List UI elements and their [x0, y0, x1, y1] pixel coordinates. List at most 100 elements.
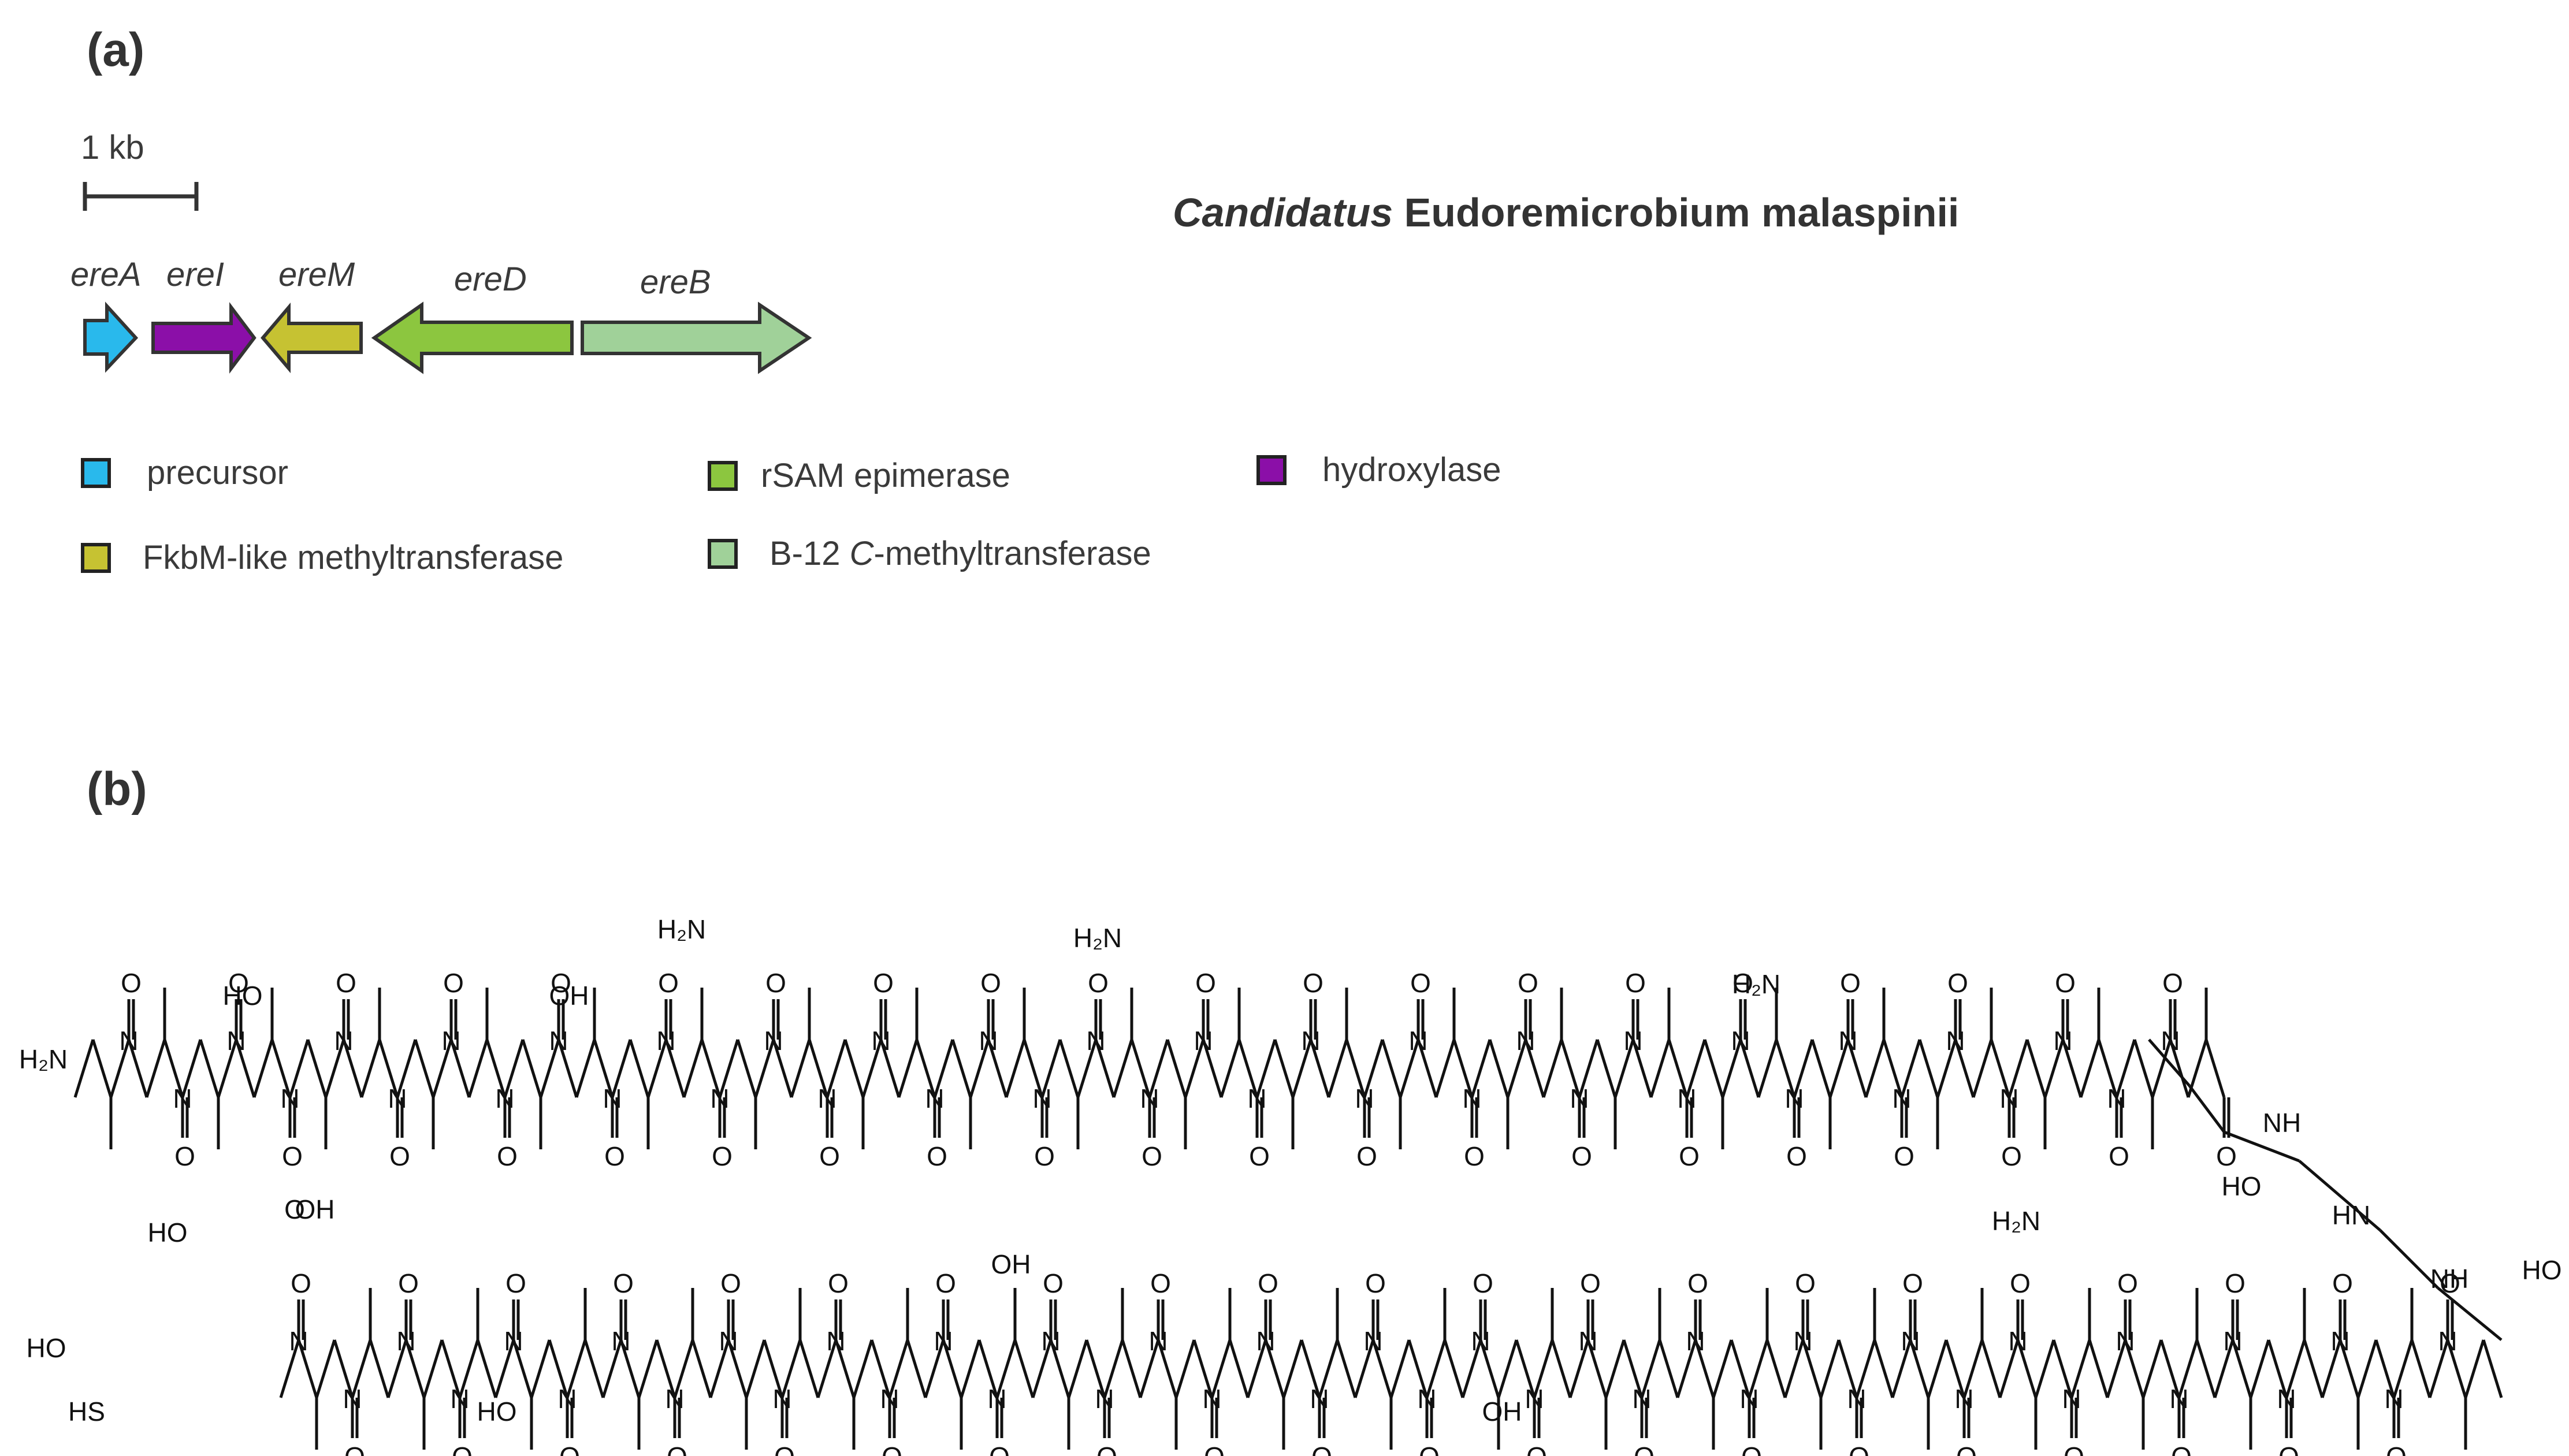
bond — [494, 1339, 515, 1398]
bond — [1972, 1039, 1993, 1098]
atom-label-30: O — [927, 1141, 947, 1171]
bond — [808, 1039, 829, 1098]
bond — [557, 1039, 578, 1098]
atom-label-178: NH — [2430, 1264, 2468, 1294]
bond — [2052, 1339, 2073, 1398]
bond — [987, 1039, 1008, 1098]
legend-precursor: precursor — [81, 453, 288, 492]
bond — [1640, 1339, 1661, 1398]
atom-label-177: HN — [2332, 1200, 2370, 1230]
bond — [1703, 1039, 1724, 1098]
bond — [700, 1039, 722, 1098]
gene-label-ereI: ereI — [166, 256, 224, 293]
atom-label-140: N — [826, 1326, 845, 1356]
atom-label-13: N — [441, 1026, 460, 1056]
bond — [2070, 1339, 2091, 1398]
bond — [816, 1339, 838, 1398]
atom-label-168: H₂N — [657, 914, 706, 944]
atom-label-82: N — [2384, 1384, 2403, 1414]
bond — [1282, 1339, 1303, 1398]
bond — [369, 1339, 390, 1398]
bond — [1918, 1039, 1939, 1098]
atom-label-41: N — [1194, 1026, 1213, 1056]
bond — [2446, 1339, 2467, 1398]
bond — [1497, 1339, 1518, 1398]
atom-label-124: N — [1256, 1326, 1275, 1356]
bond — [1990, 1039, 2011, 1098]
bond — [646, 1039, 668, 1098]
bond — [1757, 1039, 1778, 1098]
atom-label-115: O — [1473, 1268, 1493, 1298]
bond — [1192, 1339, 1214, 1398]
atom-label-131: O — [1043, 1268, 1064, 1298]
atom-label-127: O — [1150, 1268, 1171, 1298]
bond — [2079, 1039, 2100, 1098]
bond — [1962, 1339, 1984, 1398]
atom-label-132: N — [1041, 1326, 1060, 1356]
atom-label-150: N — [557, 1384, 577, 1414]
gene-arrow-ereD — [371, 301, 574, 374]
atom-label-20: O — [658, 968, 679, 998]
atom-label-110: N — [1632, 1384, 1651, 1414]
bond — [736, 1039, 757, 1098]
atom-label-97: O — [1956, 1442, 1977, 1456]
atom-label-87: O — [2225, 1268, 2245, 1298]
bond — [91, 1039, 113, 1098]
atom-label-101: O — [1849, 1442, 1869, 1456]
bond — [181, 1039, 202, 1098]
bond — [2437, 1287, 2503, 1341]
bond — [1345, 1039, 1366, 1098]
atom-label-42: O — [1249, 1141, 1270, 1171]
bond — [1891, 1339, 1912, 1398]
bond — [951, 1039, 972, 1098]
atom-label-43: N — [1247, 1083, 1266, 1114]
bond — [933, 1039, 954, 1098]
bond — [2034, 1339, 2055, 1398]
gene-arrow-ereB — [581, 301, 812, 374]
bond — [1613, 1039, 1635, 1098]
atom-label-23: N — [710, 1083, 729, 1114]
atom-label-93: O — [2064, 1442, 2084, 1456]
atom-label-50: O — [1464, 1141, 1485, 1171]
legend-label-b12: B-12 C-methyltransferase — [769, 534, 1151, 573]
bond — [1515, 1339, 1536, 1398]
bond — [2025, 1039, 2047, 1098]
atom-label-34: O — [1034, 1141, 1055, 1171]
legend-b12-suffix: -methyltransferase — [873, 535, 1151, 572]
bond — [691, 1339, 712, 1398]
atom-label-113: O — [1526, 1442, 1547, 1456]
bond — [1542, 1039, 1563, 1098]
atom-label-6: O — [282, 1141, 303, 1171]
bond — [1300, 1339, 1321, 1398]
atom-label-128: N — [1148, 1326, 1168, 1356]
bond — [1407, 1339, 1429, 1398]
bond — [1363, 1039, 1384, 1098]
atom-label-133: O — [989, 1442, 1010, 1456]
bond — [843, 1039, 865, 1098]
atom-label-95: O — [2010, 1268, 2031, 1298]
legend-rsam: rSAM epimerase — [708, 456, 1010, 495]
bond — [2133, 1039, 2154, 1098]
atom-label-114: N — [1525, 1384, 1544, 1414]
bond — [870, 1339, 891, 1398]
atom-label-174: OH — [991, 1249, 1031, 1279]
atom-label-165: O — [284, 1194, 305, 1224]
bond — [2177, 1339, 2199, 1398]
atom-label-5: N — [226, 1026, 246, 1056]
atom-label-107: O — [1687, 1268, 1708, 1298]
bond — [360, 1039, 381, 1098]
bond — [1184, 1039, 1205, 1098]
bond — [2088, 1339, 2109, 1398]
bond — [1399, 1039, 1420, 1098]
bond — [1945, 1339, 1966, 1398]
bond — [619, 1339, 641, 1398]
bond — [593, 1039, 614, 1098]
bond — [1148, 1039, 1169, 1098]
atom-label-7: N — [280, 1083, 299, 1114]
bond — [1023, 1039, 1044, 1098]
bond — [288, 1039, 310, 1098]
bond — [1255, 1039, 1277, 1098]
atom-label-92: N — [2116, 1326, 2135, 1356]
atom-label-116: N — [1471, 1326, 1490, 1356]
atom-label-166: OH — [295, 1194, 335, 1224]
